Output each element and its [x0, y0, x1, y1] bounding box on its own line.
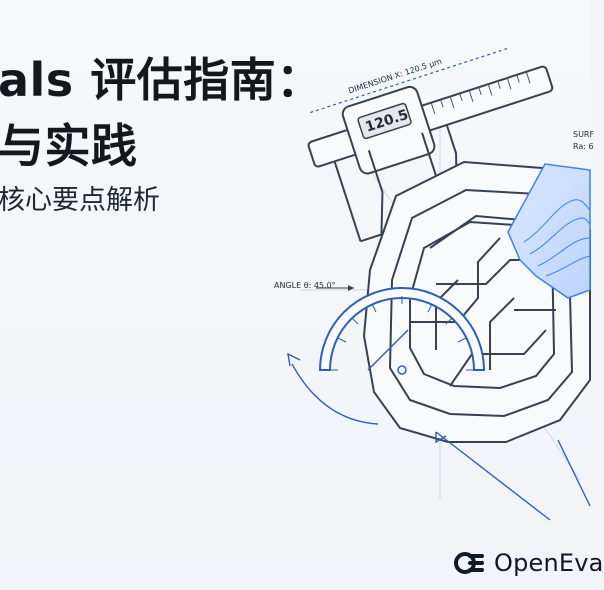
surface-label-1: SURF: [573, 130, 594, 139]
protractor-icon: [318, 287, 486, 375]
title-line-2: 与实践: [0, 119, 138, 173]
contour-map: [507, 163, 591, 299]
dimension-label: DIMENSION X: 120.5 µm: [347, 57, 443, 96]
technical-illustration: 120.5 DIMENSION X: 120.5 µm SURF Ra: 6: [274, 47, 594, 521]
surface-label-2: Ra: 6: [573, 142, 594, 151]
caliper-icon: 120.5 DIMENSION X: 120.5 µm: [307, 47, 554, 243]
angle-label: ANGLE θ: 45.0°: [274, 281, 336, 290]
brand: OpenEva: [452, 546, 604, 580]
title-line-1: als 评估指南：: [0, 53, 323, 107]
openevals-logo-icon: [454, 552, 484, 574]
brand-name: OpenEva: [494, 549, 604, 577]
subtitle: 核心要点解析: [0, 185, 160, 216]
dimension-lines: [287, 352, 591, 521]
